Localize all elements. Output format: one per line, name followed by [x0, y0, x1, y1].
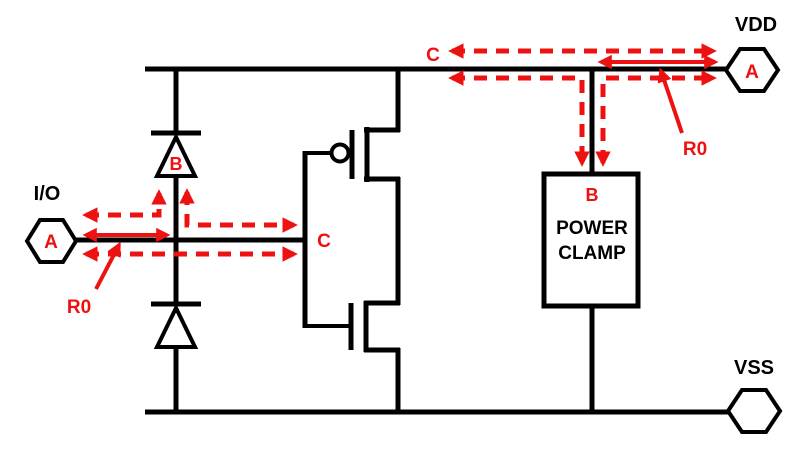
bottom-diode-triangle	[153, 303, 199, 349]
io-diode-column	[151, 69, 201, 412]
power-clamp-box	[541, 171, 641, 309]
r0-vdd-pointer-arrow	[657, 67, 684, 134]
top-diode-node-label: B	[170, 154, 183, 174]
r0-io-label: R0	[67, 297, 91, 318]
esd-paths-io-side: R0 B C	[67, 154, 331, 318]
io-pad-hexagon	[24, 218, 79, 264]
r0-vdd-label: R0	[683, 139, 707, 160]
gate-input-node-label: C	[317, 231, 331, 252]
power-clamp-label-line1: POWER	[556, 218, 628, 239]
clamp-node-label: B	[586, 185, 599, 205]
io-pad-label: I/O	[34, 183, 61, 205]
vdd-pad-label: VDD	[735, 14, 777, 36]
vdd-rail-node-label: C	[426, 45, 440, 66]
inverter	[302, 69, 401, 412]
io-pad-node-label: A	[44, 232, 58, 253]
io-pad: I/O A	[24, 183, 79, 264]
power-clamp-label-line2: CLAMP	[558, 243, 626, 264]
esd-path-diode-to-gate	[179, 188, 298, 233]
vdd-pad-node-label: A	[745, 62, 759, 83]
esd-paths-vdd-side: R0 C	[426, 43, 719, 167]
esd-path-pad-to-clamp	[595, 70, 717, 167]
power-clamp: B POWER CLAMP	[541, 69, 641, 412]
vss-pad: VSS	[725, 357, 783, 434]
pmos-inversion-bubble	[329, 142, 351, 164]
top-diode-triangle	[153, 132, 199, 178]
esd-path-io-to-diode	[82, 189, 167, 223]
vss-pad-label: VSS	[734, 357, 774, 379]
vdd-pad-hexagon	[723, 47, 781, 93]
vss-pad-hexagon	[725, 388, 783, 434]
r0-io-pointer-arrow	[94, 241, 121, 290]
vdd-pad: VDD A	[723, 14, 781, 93]
esd-path-rail-to-clamp	[448, 70, 590, 167]
